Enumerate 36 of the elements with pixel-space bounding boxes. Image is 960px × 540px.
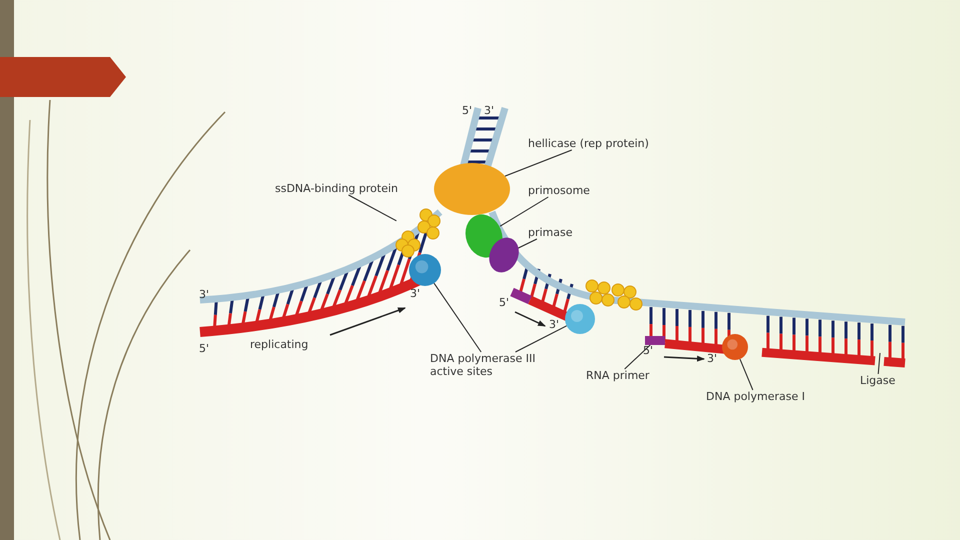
- strand-end-label: 5': [499, 296, 510, 309]
- polymerase-sphere: [722, 334, 748, 360]
- leader-line: [739, 358, 754, 390]
- strand-end-label: 5': [462, 104, 472, 117]
- callout-label: Ligase: [860, 374, 896, 387]
- leader-line: [514, 325, 568, 352]
- callout-label: hellicase (rep protein): [528, 137, 649, 150]
- strand-end-label: 5': [199, 342, 210, 355]
- polymerase-sphere: [409, 254, 441, 286]
- leader-line: [504, 150, 572, 177]
- rna-primer-segment: [645, 336, 665, 345]
- leader-line: [878, 352, 880, 374]
- protein-bead-cluster: [584, 279, 642, 311]
- primosome-protein: [466, 214, 502, 258]
- callout-label: RNA primer: [586, 369, 650, 382]
- primase-protein: [490, 237, 518, 273]
- polymerase-sphere: [565, 304, 595, 334]
- leader-line: [624, 344, 651, 370]
- callout-label: ssDNA-binding protein: [275, 182, 398, 195]
- strand-end-label: 3': [549, 318, 560, 331]
- callout-label: DNA polymerase I: [706, 390, 805, 403]
- callout-label: DNA polymerase III active sites: [430, 352, 550, 378]
- helicase-protein: [434, 163, 510, 215]
- callout-label: primosome: [528, 184, 590, 197]
- strand-end-label: 3': [410, 287, 420, 300]
- leader-line: [500, 196, 549, 227]
- strand-end-label: 3': [199, 288, 210, 301]
- leader-line: [516, 238, 538, 250]
- leader-line: [434, 282, 482, 352]
- strand-end-label: 5': [643, 344, 654, 357]
- leader-line: [348, 194, 397, 222]
- strand-end-label: 3': [484, 104, 494, 117]
- strand-end-label: 3': [707, 352, 718, 365]
- protein-bead-cluster: [394, 207, 440, 257]
- strand-caption: replicating: [250, 338, 308, 351]
- callout-label: primase: [528, 226, 573, 239]
